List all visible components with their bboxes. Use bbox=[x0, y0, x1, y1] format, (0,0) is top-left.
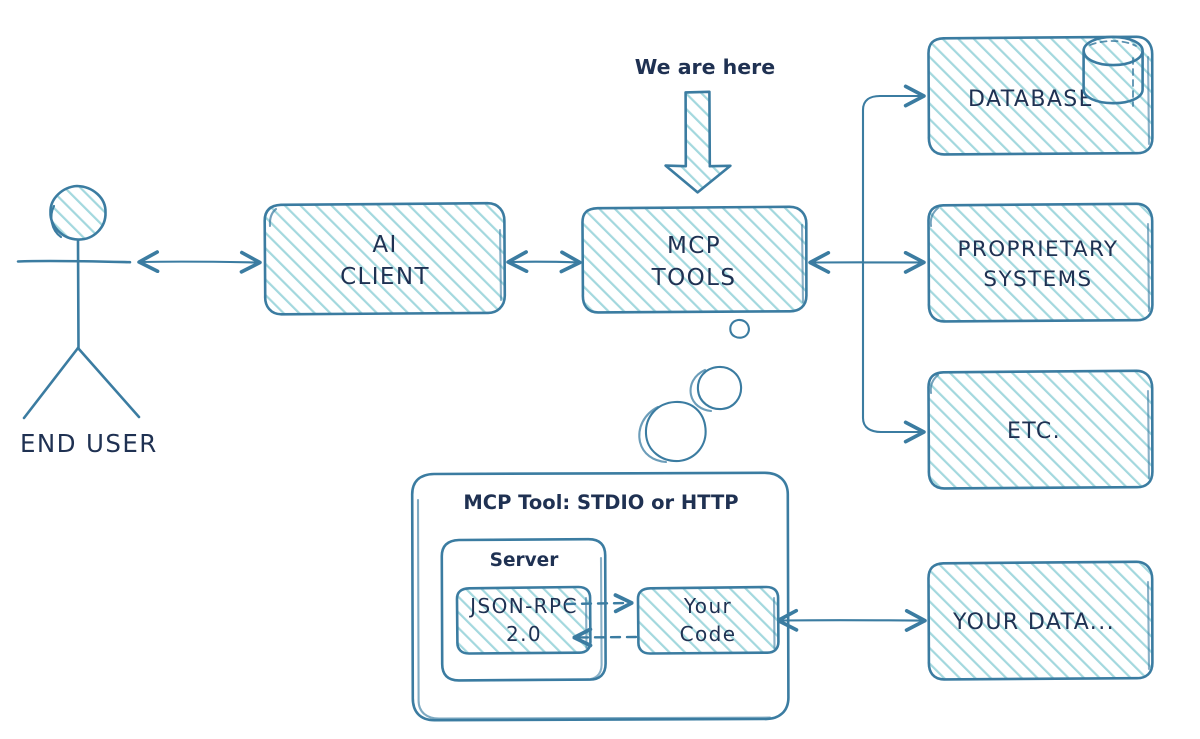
stick-figure-torso bbox=[76, 238, 80, 350]
panel-server: Server JSON-RPC 2.0 bbox=[440, 537, 607, 682]
node-json-rpc[interactable]: JSON-RPC 2.0 bbox=[455, 585, 592, 655]
node-proprietary-systems[interactable]: PROPRIETARY SYSTEMS bbox=[927, 202, 1154, 323]
ai-client-label-line1: AI bbox=[372, 232, 397, 258]
etc-label: ETC. bbox=[1007, 419, 1061, 444]
proprietary-label-line1: PROPRIETARY bbox=[958, 237, 1119, 262]
stick-figure-head-icon bbox=[49, 184, 107, 241]
node-your-code[interactable]: Your Code bbox=[636, 585, 780, 655]
your-data-label: YOUR DATA... bbox=[952, 610, 1115, 635]
end-user-figure: END USER bbox=[16, 184, 158, 458]
thought-bubble-large-overlap bbox=[638, 405, 668, 464]
thought-bubble-medium-overlap bbox=[689, 368, 713, 413]
mcp-tool-panel-title: MCP Tool: STDIO or HTTP bbox=[463, 491, 738, 514]
ai-client-label-line2: CLIENT bbox=[340, 264, 430, 290]
node-ai-client[interactable]: AI CLIENT bbox=[263, 201, 507, 316]
connector-mcp-to-backends bbox=[808, 84, 926, 444]
we-are-here-arrow-icon bbox=[664, 90, 732, 194]
thought-bubbles bbox=[638, 318, 750, 464]
panel-mcp-tool: MCP Tool: STDIO or HTTP Server JSON-RPC … bbox=[410, 471, 790, 722]
thought-bubble-medium bbox=[696, 365, 743, 411]
node-etc[interactable]: ETC. bbox=[927, 369, 1154, 490]
node-your-data[interactable]: YOUR DATA... bbox=[927, 560, 1154, 681]
your-code-label-line2: Code bbox=[680, 622, 737, 646]
proprietary-label-line2: SYSTEMS bbox=[983, 267, 1092, 292]
mcp-tool-panel-border bbox=[410, 471, 790, 722]
arrow-jsonrpc-to-yourcode bbox=[564, 603, 630, 604]
node-database[interactable]: DATABASE bbox=[927, 35, 1154, 156]
thought-bubble-large bbox=[644, 400, 707, 463]
json-rpc-label-line2: 2.0 bbox=[506, 622, 542, 646]
thought-bubble-small bbox=[729, 318, 750, 339]
arrow-yourcode-to-jsonrpc bbox=[576, 637, 638, 638]
arrow-user-aiclient bbox=[137, 250, 262, 274]
server-title: Server bbox=[490, 550, 560, 571]
stick-figure-leg-left bbox=[22, 346, 80, 420]
end-user-label: END USER bbox=[20, 429, 158, 458]
head-sketch-overlap bbox=[50, 204, 63, 239]
stick-figure-leg-right bbox=[76, 346, 141, 419]
your-code-label-line1: Your bbox=[683, 594, 732, 618]
we-are-here-label: We are here bbox=[635, 55, 775, 79]
cylinder-database-icon bbox=[1082, 35, 1144, 107]
mcp-tools-label-line2: TOOLS bbox=[651, 265, 737, 291]
arrow-aiclient-mcptools bbox=[506, 250, 582, 274]
stick-figure-arms bbox=[16, 259, 132, 264]
mcp-tools-label-line1: MCP bbox=[667, 233, 721, 259]
database-label: DATABASE bbox=[968, 87, 1094, 112]
node-mcp-tools[interactable]: MCP TOOLS bbox=[581, 205, 808, 314]
json-rpc-label-line1: JSON-RPC bbox=[468, 594, 578, 618]
